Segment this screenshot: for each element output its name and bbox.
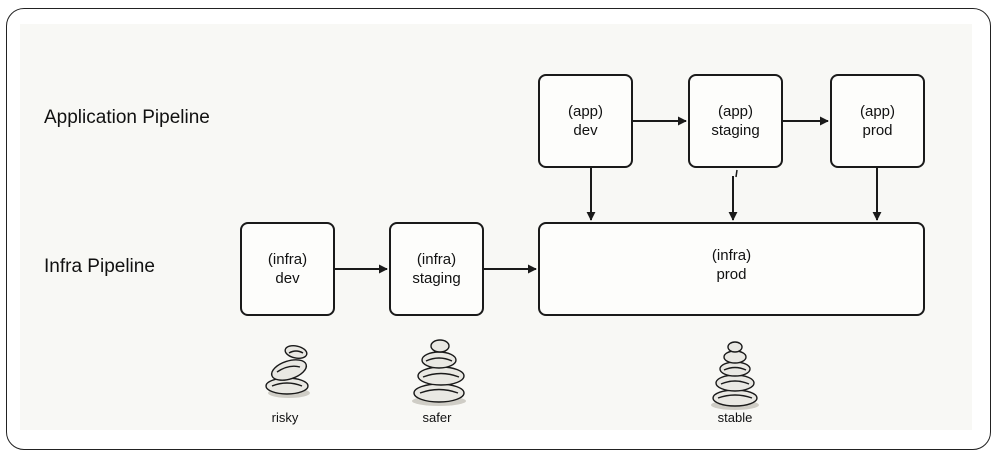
stage-infra-staging-kind: (infra)	[416, 251, 457, 268]
stage-infra-staging: (infra) staging	[389, 222, 484, 316]
stone-stack-icon-safer	[412, 339, 466, 406]
caption-stable: stable	[717, 410, 753, 425]
stage-infra-prod: (infra) prod	[538, 222, 925, 316]
stage-infra-staging-env: staging	[412, 270, 461, 287]
stage-app-dev-kind: (app)	[567, 103, 604, 120]
arrow-tick	[735, 169, 738, 178]
stage-app-prod-env: prod	[862, 122, 893, 139]
stone-stack-icon-stable	[711, 341, 759, 410]
stage-app-staging: (app) staging	[688, 74, 783, 168]
stage-app-prod: (app) prod	[830, 74, 925, 168]
stage-infra-dev-env: dev	[275, 270, 300, 287]
stage-app-prod-kind: (app)	[859, 103, 896, 120]
stage-infra-dev-kind: (infra)	[267, 251, 308, 268]
stage-infra-prod-env: prod	[716, 266, 747, 283]
stage-app-dev: (app) dev	[538, 74, 633, 168]
stage-infra-dev: (infra) dev	[240, 222, 335, 316]
row-label-application-pipeline: Application Pipeline	[44, 107, 210, 128]
caption-safer: safer	[422, 410, 452, 425]
stage-app-staging-env: staging	[711, 122, 760, 139]
caption-risky: risky	[271, 410, 299, 425]
stone-stack-icon-risky	[265, 345, 310, 398]
stage-infra-prod-kind: (infra)	[711, 247, 752, 264]
stage-app-staging-kind: (app)	[717, 103, 754, 120]
stage-app-dev-env: dev	[573, 122, 598, 139]
row-label-infra-pipeline: Infra Pipeline	[44, 256, 155, 277]
